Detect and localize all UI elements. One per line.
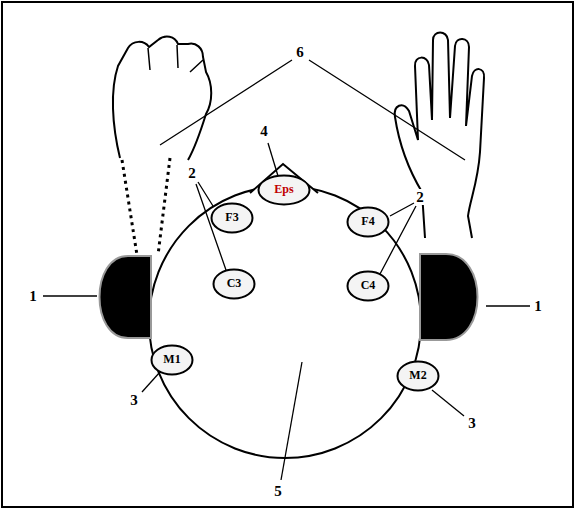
callout-number: 3 xyxy=(129,392,139,409)
knuckle-lines xyxy=(148,45,203,72)
electrode-ellipse xyxy=(152,346,193,375)
electrode-ellipse xyxy=(348,208,389,237)
callout-number: 5 xyxy=(273,483,283,500)
electrode-ellipse xyxy=(212,204,253,233)
callout-number: 2 xyxy=(415,189,425,206)
electrode-circle: Eps xyxy=(257,174,311,206)
callout-number: 1 xyxy=(28,288,38,305)
callout-number: 4 xyxy=(259,123,269,140)
electrode-circle: C3 xyxy=(212,268,256,300)
electrode-label: M1 xyxy=(163,353,180,366)
leader-lines xyxy=(43,60,530,480)
electrode-circle: F4 xyxy=(346,206,390,238)
callout-number: 6 xyxy=(295,44,305,61)
callout-number: 2 xyxy=(187,165,197,182)
forearm-dotted xyxy=(122,158,170,255)
electrode-label: C4 xyxy=(361,279,376,292)
electrode-circle: M1 xyxy=(150,344,194,376)
electrode-circle: F3 xyxy=(210,202,254,234)
callout-number: 3 xyxy=(467,415,477,432)
electrode-ellipse xyxy=(259,176,310,205)
right-hand xyxy=(395,33,484,239)
callout-number: 1 xyxy=(533,298,543,315)
electrode-ellipse xyxy=(214,270,255,299)
electrode-label: C3 xyxy=(227,277,242,290)
electrode-circle: M2 xyxy=(396,360,440,392)
electrode-circle: C4 xyxy=(346,270,390,302)
electrode-label: F3 xyxy=(225,211,238,224)
left-hand xyxy=(113,37,211,160)
electrode-label: M2 xyxy=(409,369,426,382)
head-outline xyxy=(149,186,421,458)
electrode-ellipse xyxy=(398,362,439,391)
electrode-label: F4 xyxy=(361,215,374,228)
left-ear xyxy=(100,256,152,338)
electrode-label: Eps xyxy=(274,183,293,196)
electrode-ellipse xyxy=(348,272,389,301)
right-ear xyxy=(420,254,478,340)
